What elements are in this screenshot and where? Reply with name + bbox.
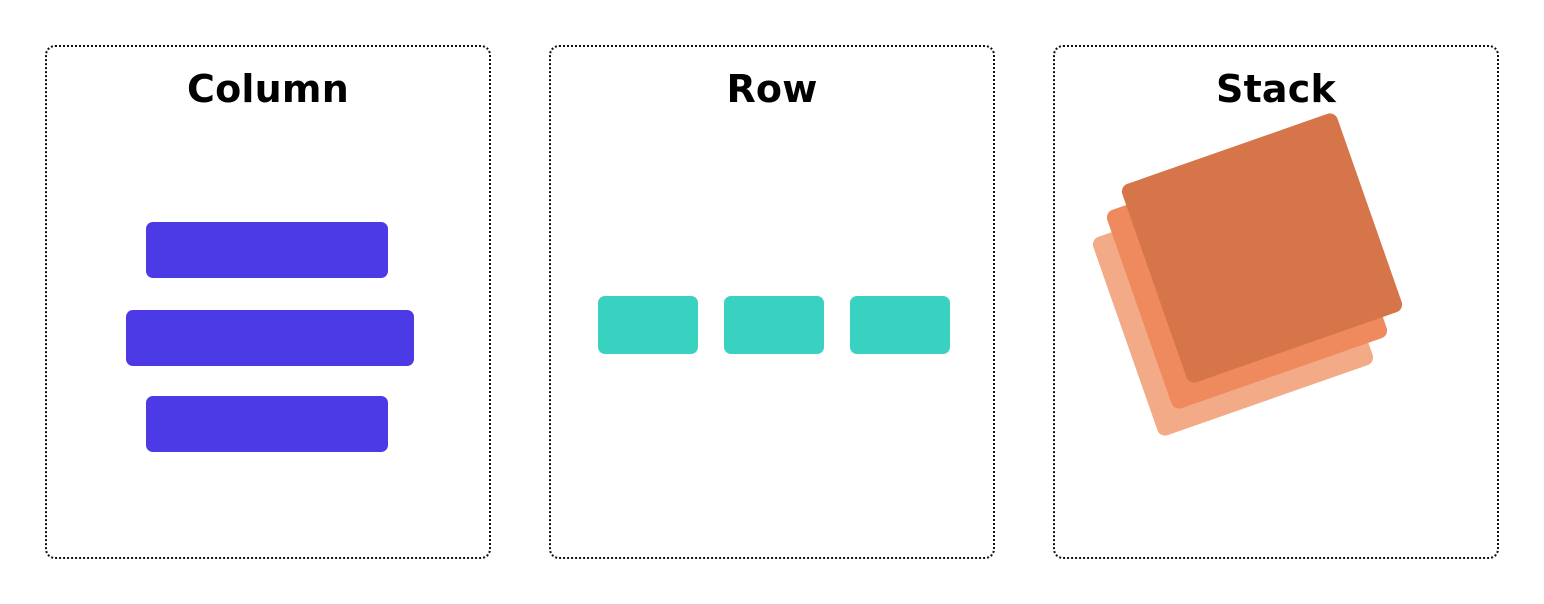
column-bar-top (146, 222, 388, 278)
row-panel: Row (549, 45, 995, 559)
row-box-left (598, 296, 698, 354)
row-title: Row (726, 67, 818, 111)
column-bar-middle (126, 310, 414, 366)
stack-panel: Stack (1053, 45, 1499, 559)
row-box-center (724, 296, 824, 354)
column-title: Column (187, 67, 349, 111)
column-bar-bottom (146, 396, 388, 452)
column-panel: Column (45, 45, 491, 559)
row-box-right (850, 296, 950, 354)
stack-title: Stack (1216, 67, 1336, 111)
